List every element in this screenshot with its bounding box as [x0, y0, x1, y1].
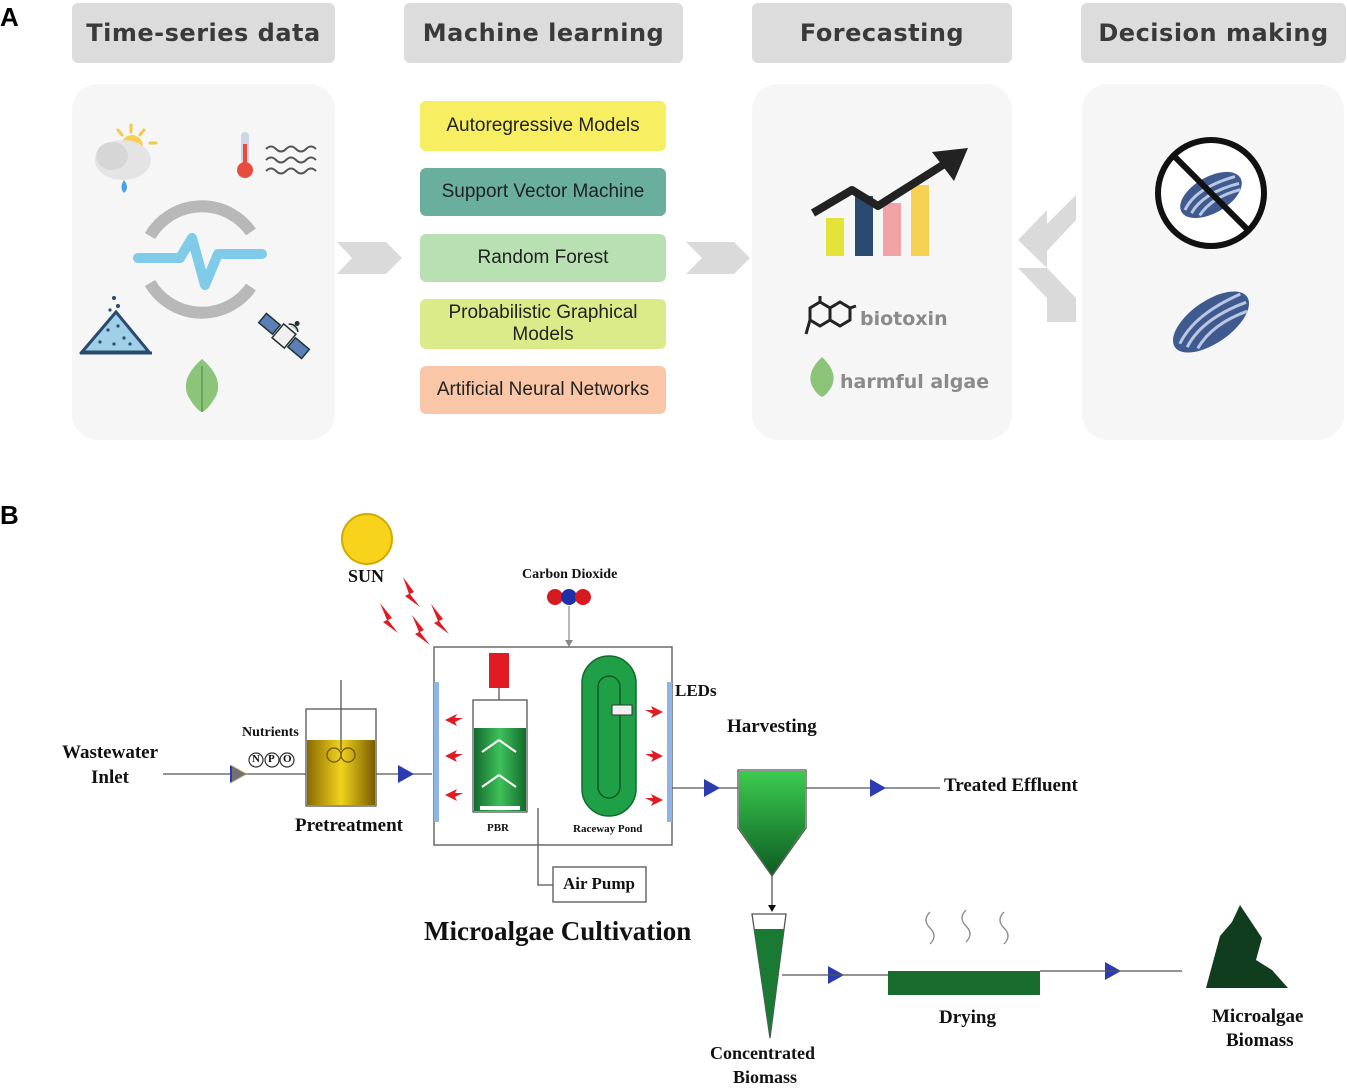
trend-chart-icon — [810, 148, 968, 256]
concentrated-biomass-label: Biomass — [733, 1067, 798, 1087]
ml-box-ann: Artificial Neural Networks — [420, 366, 666, 414]
raceway-pond — [581, 655, 637, 817]
steam-icon — [925, 909, 1009, 945]
co2-molecule-icon — [547, 589, 591, 647]
molecule-icon — [804, 296, 857, 335]
sand-pile-icon — [78, 296, 153, 355]
pbr-label: PBR — [487, 822, 509, 834]
cultivation-title: Microalgae Cultivation — [424, 916, 692, 946]
sun-label: SUN — [348, 566, 385, 586]
microalgae-biomass-label: Biomass — [1226, 1030, 1294, 1051]
thermometer-icon — [237, 132, 253, 178]
pretreatment-tank — [305, 680, 377, 807]
pbr-reactor — [472, 653, 528, 813]
air-pump-label: Air Pump — [563, 874, 635, 893]
led-panel — [667, 682, 672, 822]
ml-box-svm: Support Vector Machine — [420, 168, 666, 216]
pretreatment-label: Pretreatment — [295, 815, 403, 836]
no-mussel-icon — [1155, 137, 1267, 249]
npo-o-label: O — [283, 753, 292, 765]
waves-icon — [265, 145, 317, 175]
sun-icon — [341, 513, 393, 565]
pulse-ring-icon — [133, 200, 267, 319]
stage-header-forecasting: Forecasting — [752, 3, 1012, 63]
leaf-icon — [185, 359, 219, 412]
forecasting-panel — [752, 84, 1012, 440]
leaf-icon — [810, 357, 834, 397]
ml-box-pgm: Probabilistic Graphical Models — [420, 299, 666, 349]
drying-tray — [888, 971, 1040, 995]
microalgae-label: Microalgae — [1212, 1006, 1304, 1027]
panel-a-letter: A — [0, 2, 19, 32]
harvesting-label: Harvesting — [727, 716, 817, 737]
concentrated-biomass-cone — [751, 913, 787, 1039]
carbon-dioxide-label: Carbon Dioxide — [522, 567, 618, 582]
flow-valve-icon — [870, 779, 886, 797]
forecast-label-harmful-algae: harmful algae — [840, 371, 990, 393]
flow-valve-icon — [398, 765, 414, 783]
npo-p-label: P — [268, 753, 275, 765]
raceway-pond-label: Raceway Pond — [573, 823, 643, 835]
feedback-arrow-icon — [1018, 195, 1076, 322]
air-pump-box — [552, 866, 647, 903]
concentrated-label: Concentrated — [710, 1043, 815, 1063]
chevron-arrow-icon — [686, 242, 750, 274]
treated-effluent-label: Treated Effluent — [944, 775, 1078, 796]
stage-header-time-series: Time-series data — [72, 3, 335, 63]
weather-icon — [95, 123, 158, 193]
air-pump-line — [537, 808, 553, 886]
lightning-icon — [380, 577, 449, 645]
stage-header-machine-learning: Machine learning — [404, 3, 683, 63]
panel-b-letter: B — [0, 500, 19, 530]
npo-n-label: N — [252, 753, 260, 765]
ml-box-random-forest: Random Forest — [420, 234, 666, 282]
chevron-arrow-icon — [337, 242, 402, 274]
inlet-label: Inlet — [91, 767, 129, 788]
flow-valve-icon — [704, 779, 720, 797]
ml-box-autoregressive: Autoregressive Models — [420, 101, 666, 151]
mussel-icon — [1172, 291, 1250, 353]
forecast-label-biotoxin: biotoxin — [860, 308, 948, 330]
led-light-icon — [445, 706, 663, 806]
harvesting-vessel — [737, 769, 807, 912]
npo-nutrients-icon — [248, 752, 295, 768]
drying-label: Drying — [939, 1007, 996, 1028]
wastewater-label: Wastewater — [62, 742, 159, 763]
flow-valve-icon — [230, 765, 248, 783]
nutrients-label: Nutrients — [242, 725, 299, 740]
microalgae-biomass-pile — [1206, 905, 1288, 988]
leds-label: LEDs — [675, 681, 717, 700]
satellite-icon — [257, 312, 311, 360]
led-panel — [434, 682, 439, 822]
stage-header-decision-making: Decision making — [1081, 3, 1346, 63]
